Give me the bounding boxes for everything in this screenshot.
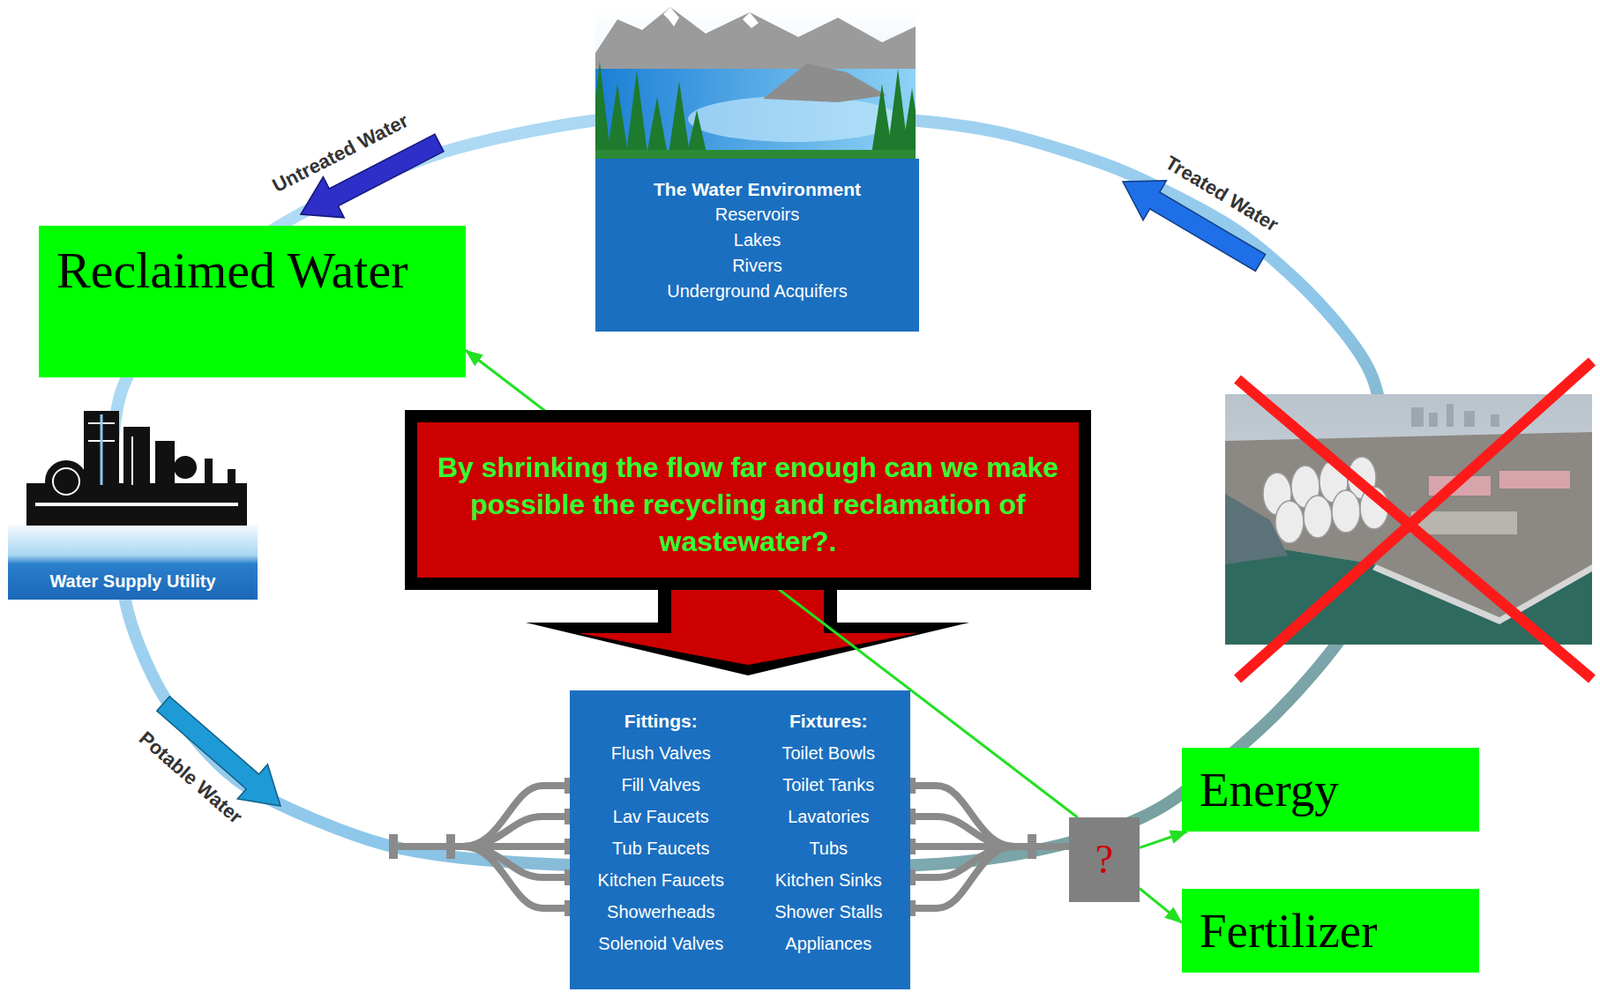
- list-heading: Fixtures:: [774, 705, 883, 738]
- node-text: Fill Valves: [598, 769, 725, 801]
- node-text: ?: [1095, 836, 1114, 884]
- plant-sphere: [173, 456, 197, 479]
- pine-tree: [605, 83, 629, 161]
- plant-tower: [155, 441, 175, 490]
- plant-chimney: [227, 469, 236, 496]
- city-skyline: [1464, 411, 1475, 427]
- node-text: Fertilizer: [1199, 903, 1378, 960]
- cross-out-mark: [1237, 361, 1593, 680]
- energy-box: Energy: [1181, 747, 1480, 832]
- branch-pipe: [910, 846, 1015, 909]
- pipe-flange: [446, 834, 456, 860]
- flow-connector: [1139, 831, 1188, 848]
- node-text: Flush Valves: [598, 737, 725, 770]
- city-skyline: [1428, 412, 1438, 427]
- node-text: Lavatories: [774, 800, 883, 833]
- node-text: Tubs: [774, 832, 883, 865]
- lake-picture: [595, 5, 916, 161]
- reclaimed-water-box: Reclaimed Water: [38, 225, 466, 378]
- city-skyline: [1446, 403, 1454, 427]
- node-text: Lakes: [604, 227, 911, 254]
- node-text: Water Supply Utility: [49, 569, 216, 593]
- utility-plant-icon: [26, 411, 247, 528]
- node-text: Reservoirs: [604, 201, 911, 228]
- node-text: By shrinking the flow far enough can we …: [426, 448, 1070, 561]
- node-text: Underground Acquifers: [604, 278, 911, 305]
- list-heading: The Water Environment: [604, 176, 911, 202]
- plant-tank-ring: [52, 468, 80, 495]
- plant-roof: [1499, 471, 1571, 489]
- water-environment-box: The Water EnvironmentReservoirsLakesRive…: [595, 158, 920, 332]
- fixtures-list-box: Fittings:Flush ValvesFill ValvesLav Fauc…: [569, 690, 911, 990]
- question-banner: By shrinking the flow far enough can we …: [404, 410, 1092, 591]
- node-content: Energy: [1199, 762, 1339, 819]
- lake-shine: [687, 96, 900, 143]
- node-content: Reclaimed Water: [56, 241, 449, 300]
- branch-pipe: [910, 816, 1015, 847]
- digester-egg: [1303, 495, 1332, 539]
- pine-tree: [667, 81, 691, 161]
- plant-detail: [100, 414, 104, 486]
- sky: [595, 5, 916, 161]
- node-text: Toilet Bowls: [774, 737, 883, 770]
- node-text: Rivers: [604, 253, 911, 279]
- city-skyline: [1411, 407, 1424, 427]
- node-content: ?: [1095, 836, 1114, 884]
- node-content: The Water EnvironmentReservoirsLakesRive…: [604, 176, 911, 305]
- pipe: [1014, 843, 1070, 851]
- digester-egg: [1275, 500, 1304, 544]
- node-text: Solenoid Valves: [598, 927, 725, 960]
- pipe-flange: [1027, 834, 1037, 860]
- pine-tree: [900, 88, 916, 161]
- branch-pipe: [463, 846, 570, 909]
- photo-seawall: [1372, 564, 1593, 625]
- pipe-flange: [388, 834, 398, 860]
- node-text: Kitchen Faucets: [598, 864, 725, 897]
- list-heading: Fittings:: [598, 705, 725, 738]
- node-text: Energy: [1199, 762, 1339, 819]
- node-content: Water Supply Utility: [49, 569, 216, 593]
- flow-connector: [1139, 889, 1182, 924]
- plant-chimney: [204, 458, 213, 494]
- node-text: Tub Faucets: [598, 832, 725, 865]
- plant-window: [35, 502, 239, 507]
- fertilizer-box: Fertilizer: [1181, 889, 1480, 973]
- node-text: Kitchen Sinks: [774, 864, 883, 897]
- city-skyline: [1490, 414, 1500, 427]
- node-text: Toilet Tanks: [774, 769, 883, 801]
- plant-tank: [44, 460, 88, 503]
- node-text: Reclaimed Water: [56, 241, 449, 300]
- node-text: Shower Stalls: [774, 896, 883, 928]
- unknown-outcome-box: ?: [1069, 817, 1140, 903]
- node-text: Showerheads: [598, 896, 725, 928]
- snow-streaks: [663, 7, 680, 27]
- island-mountain: [762, 63, 887, 103]
- list-column: Fixtures:Toilet BowlsToilet TanksLavator…: [774, 705, 883, 960]
- branch-pipe: [910, 785, 1015, 847]
- digester-egg: [1331, 490, 1361, 533]
- snow-streaks: [742, 12, 759, 29]
- lake: [595, 68, 916, 161]
- branch-pipe: [463, 816, 570, 847]
- plant-tower: [123, 426, 150, 489]
- node-content: Fittings:Flush ValvesFill ValvesLav Fauc…: [572, 705, 908, 960]
- plant-detail: [131, 436, 134, 486]
- plant-tower: [83, 411, 120, 491]
- node-content: By shrinking the flow far enough can we …: [426, 448, 1070, 561]
- node-text: Appliances: [774, 927, 883, 960]
- list-column: Fittings:Flush ValvesFill ValvesLav Fauc…: [598, 705, 725, 960]
- branch-pipe: [463, 785, 570, 847]
- node-content: Fertilizer: [1199, 903, 1378, 960]
- pine-tree: [625, 70, 649, 161]
- node-text: Lav Faucets: [598, 800, 725, 833]
- water-supply-band: Water Supply Utility: [7, 525, 258, 600]
